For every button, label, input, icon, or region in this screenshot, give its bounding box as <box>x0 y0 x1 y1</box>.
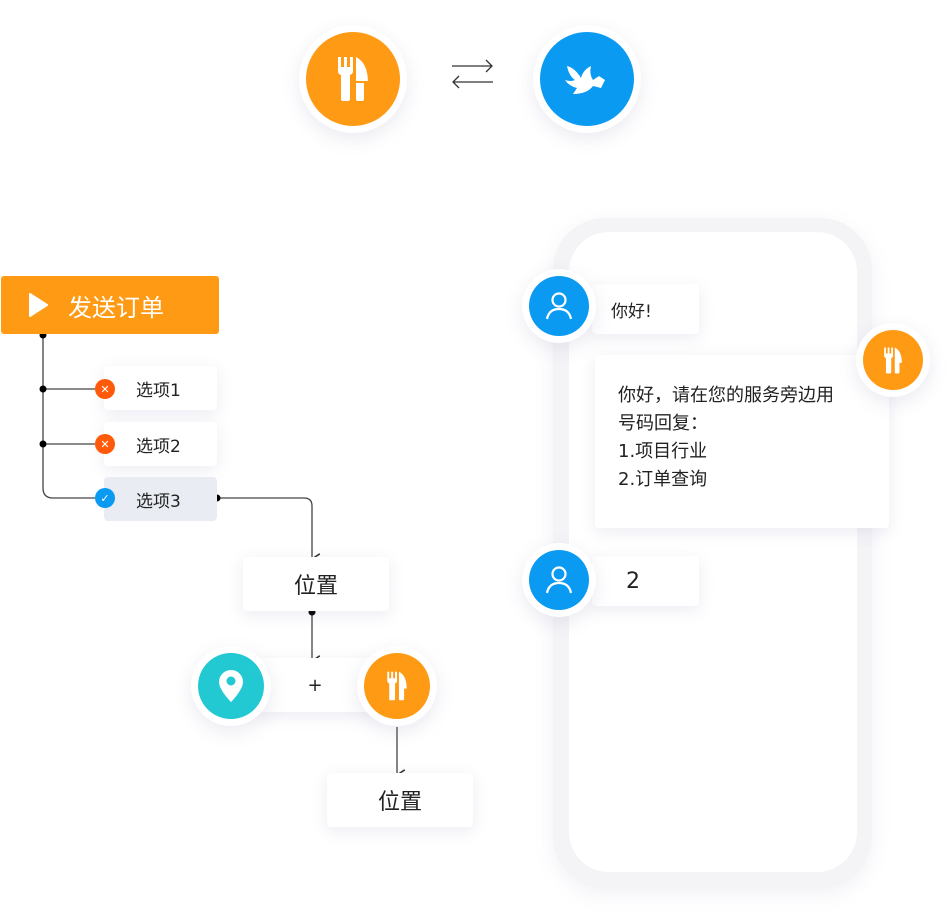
message-line: 你好，请在您的服务旁边用 <box>618 385 834 406</box>
message-line: 2.订单查询 <box>618 469 708 490</box>
chat-bubble-user: 你好! <box>592 284 699 334</box>
close-icon: ✕ <box>95 379 115 399</box>
location-label: 位置 <box>293 574 338 599</box>
plus-label: + <box>307 674 323 696</box>
phone-screen <box>569 232 857 872</box>
message-text: 你好! <box>611 301 652 322</box>
restaurant-app-icon <box>299 25 407 133</box>
bot-avatar <box>856 323 930 397</box>
combine-node[interactable]: + <box>255 658 375 712</box>
location-pin-icon <box>198 653 264 719</box>
message-text: 2 <box>626 568 640 594</box>
chat-bubble-bot: 你好，请在您的服务旁边用 号码回复： 1.项目行业 2.订单查询 <box>595 355 889 528</box>
send-order-trigger[interactable]: 发送订单 <box>1 276 219 334</box>
result-location-node[interactable]: 位置 <box>327 773 473 827</box>
dove-icon <box>540 32 634 126</box>
restaurant-icon <box>863 330 923 390</box>
play-icon <box>29 293 48 317</box>
exchange-arrows-icon <box>452 59 493 89</box>
option-3[interactable]: 选项3 <box>104 477 217 521</box>
message-line: 号码回复： <box>618 413 708 434</box>
option-2[interactable]: 选项2 <box>104 422 217 466</box>
location-pin-badge <box>191 646 271 726</box>
check-icon: ✓ <box>95 488 115 508</box>
option-1[interactable]: 选项1 <box>104 366 217 410</box>
user-avatar <box>522 269 596 343</box>
user-avatar <box>522 543 596 617</box>
user-icon <box>529 276 589 336</box>
option-label: 选项3 <box>136 491 181 512</box>
chat-bubble-user: 2 <box>592 556 699 606</box>
messenger-app-icon <box>533 25 641 133</box>
restaurant-icon <box>364 653 430 719</box>
trigger-label: 发送订单 <box>68 293 164 322</box>
close-icon: ✕ <box>95 434 115 454</box>
message-line: 1.项目行业 <box>618 441 708 462</box>
restaurant-badge <box>357 646 437 726</box>
result-label: 位置 <box>377 790 422 815</box>
restaurant-icon <box>306 32 400 126</box>
option-label: 选项2 <box>136 436 181 457</box>
option-label: 选项1 <box>136 380 181 401</box>
user-icon <box>529 550 589 610</box>
location-node[interactable]: 位置 <box>243 557 389 611</box>
